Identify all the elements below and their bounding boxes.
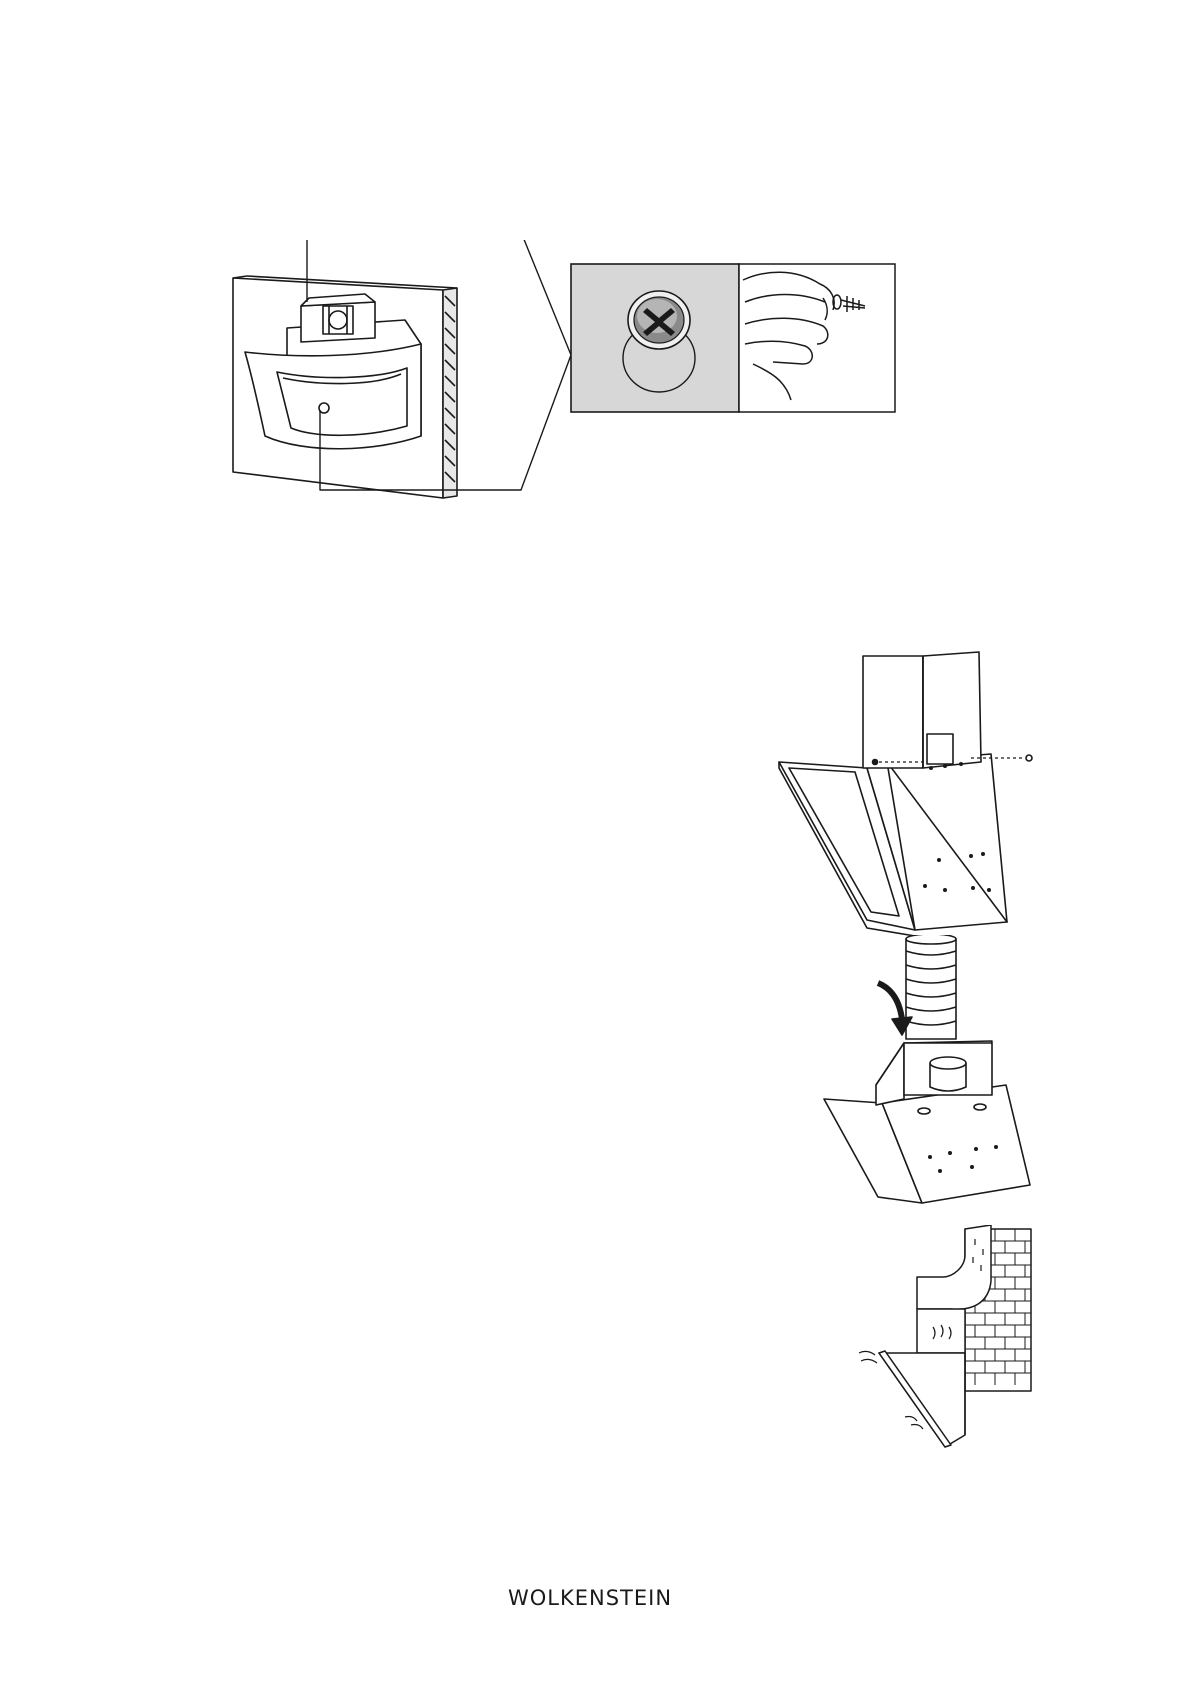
duct-through-wall-figure bbox=[855, 1225, 1045, 1460]
hood-wall-mount-figure bbox=[225, 240, 975, 540]
footer-divider bbox=[0, 1590, 1192, 1592]
duct-connection-figure bbox=[820, 935, 1050, 1215]
screw-detail-panel bbox=[571, 264, 739, 412]
phillips-screw-icon bbox=[628, 291, 690, 349]
chimney-cover-fixing-figure bbox=[775, 650, 1045, 940]
hand-insert-screw-panel bbox=[739, 264, 895, 412]
flexible-duct-icon bbox=[906, 935, 956, 1039]
